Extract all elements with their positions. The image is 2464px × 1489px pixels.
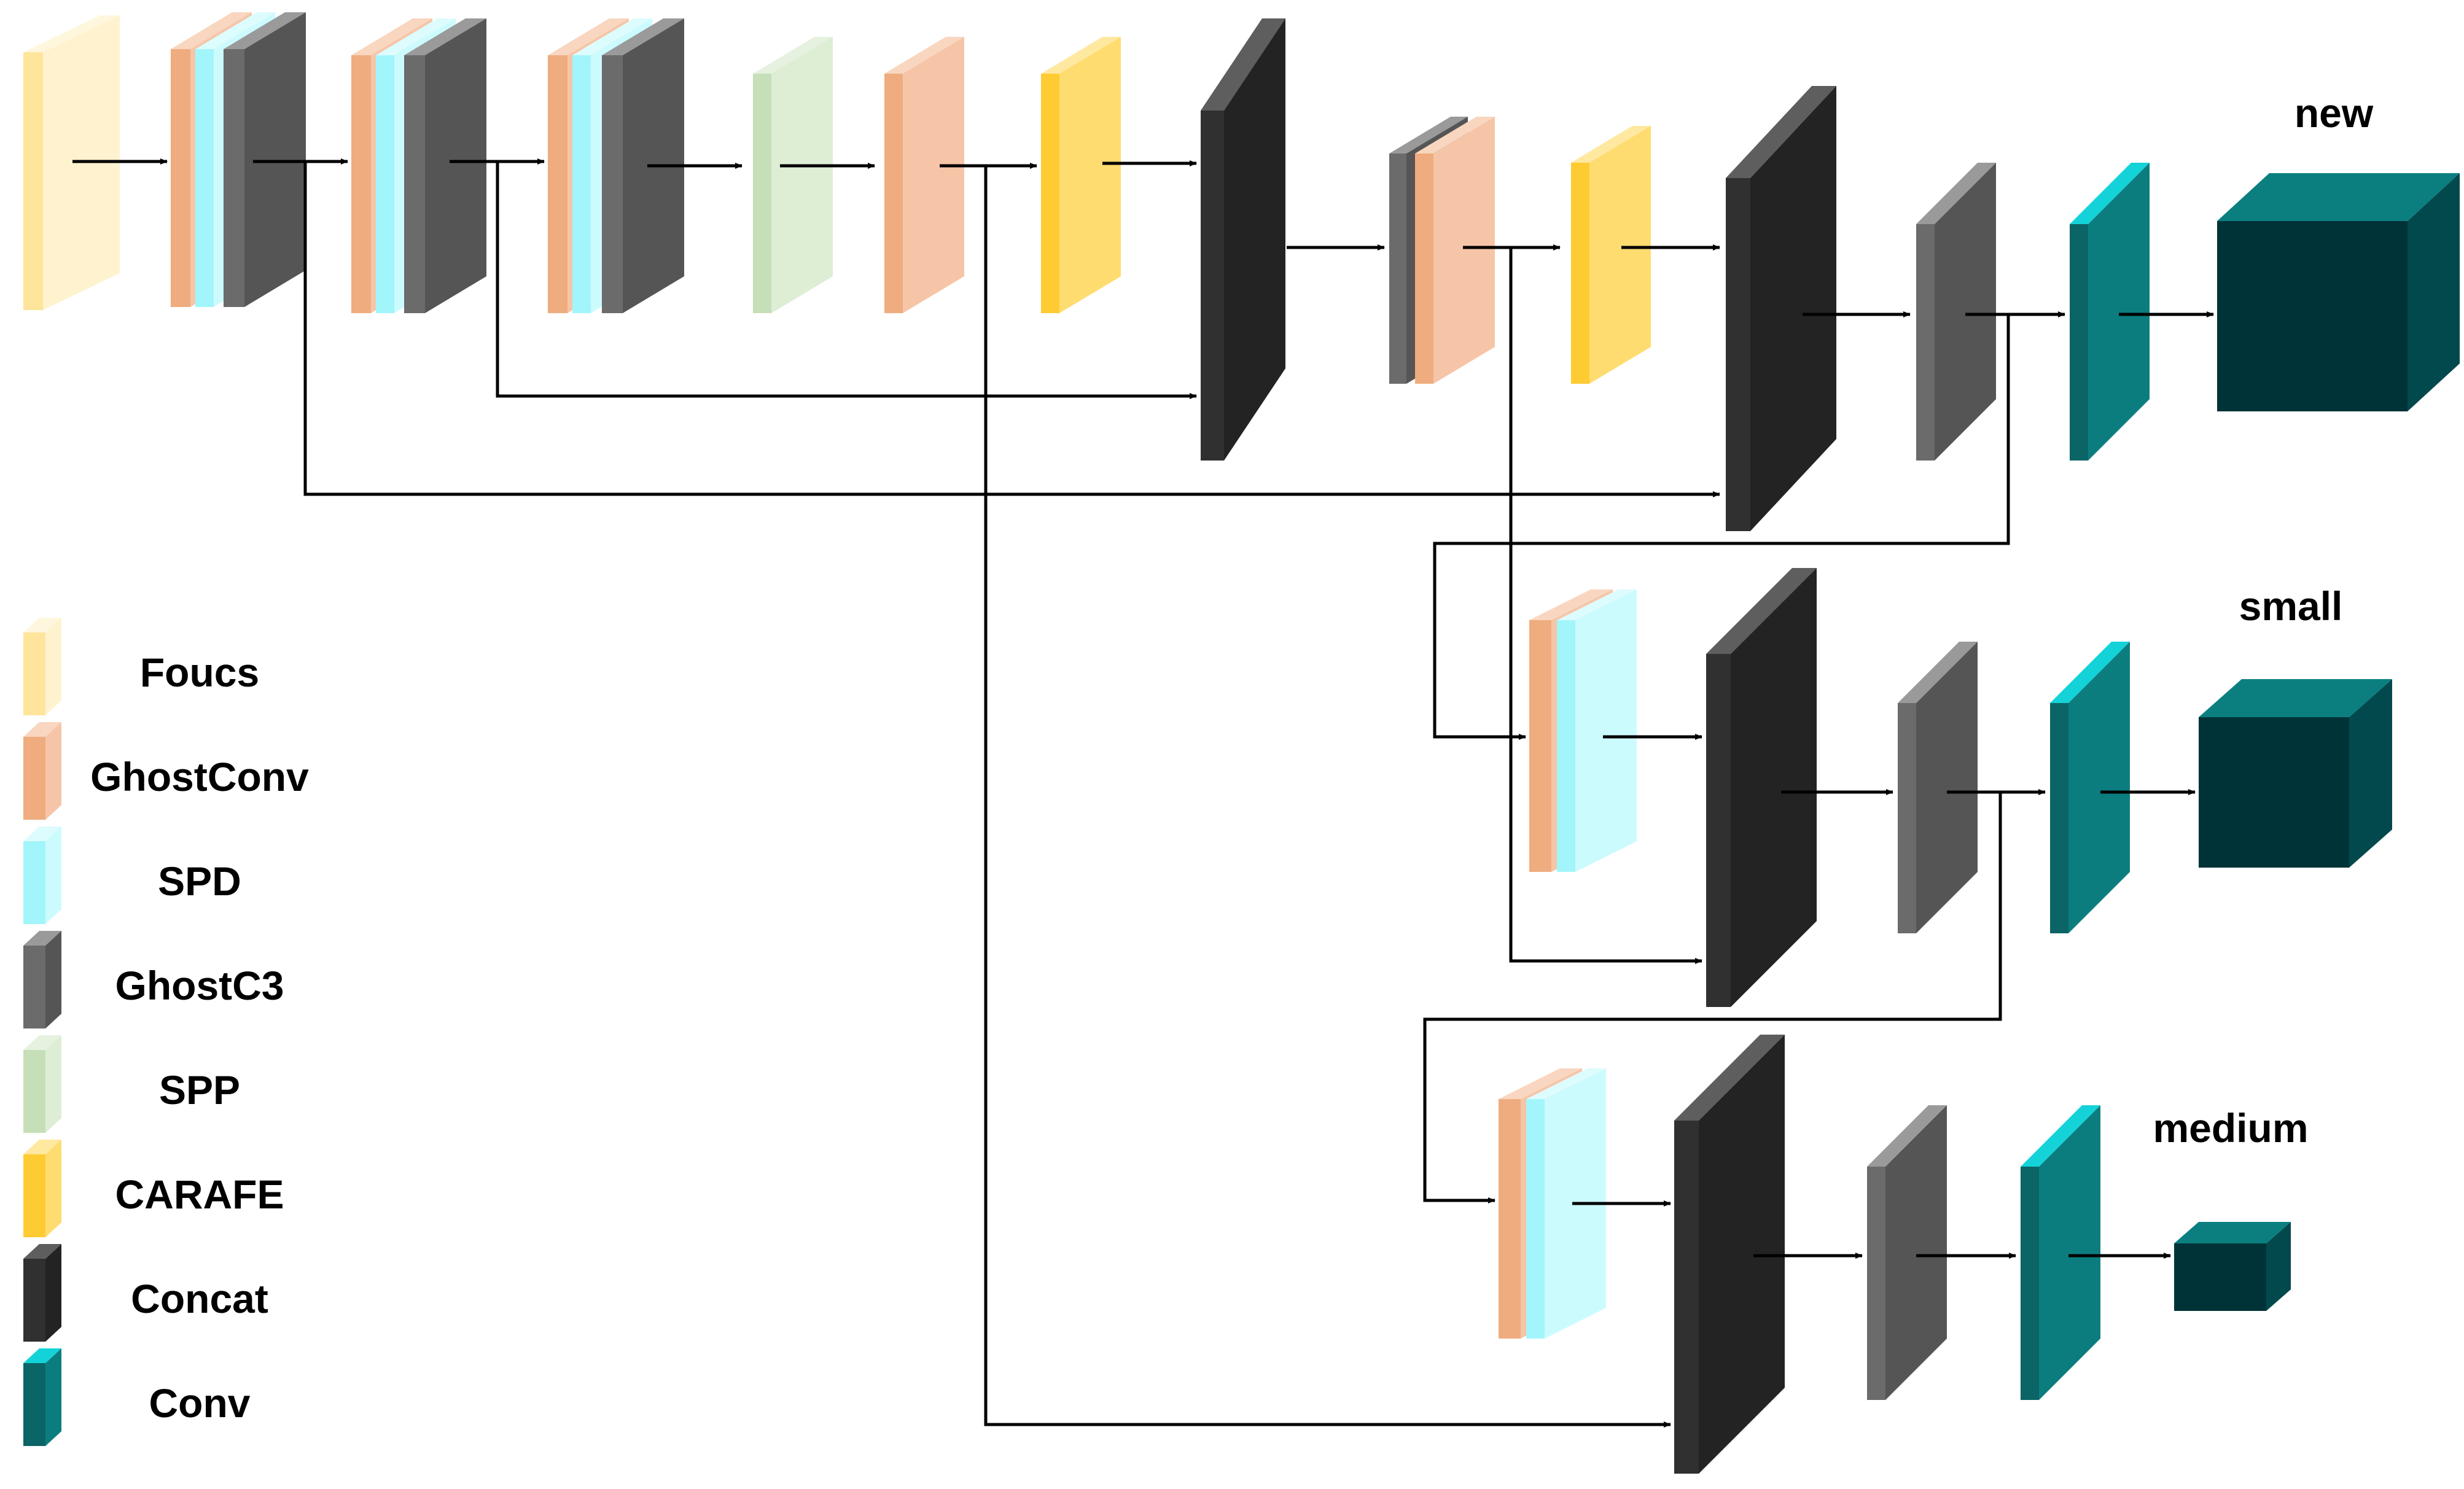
concat-layer-icon [23,1244,61,1342]
legend-label-spd: SPD [158,858,241,904]
spd-layer-icon [23,826,61,924]
connection-line-15 [303,161,1720,497]
carafe-layer-icon [23,1140,61,1237]
concat-block-1 [1201,18,1285,461]
legend-item-carafe: CARAFE [23,1140,284,1237]
legend-label-concat: Concat [131,1276,268,1321]
concat-block-4 [1674,1035,1785,1474]
focus-layer-icon [23,618,61,715]
connection-line-17 [1509,247,1702,964]
carafe-block-2 [1571,126,1651,384]
conv-block-1 [2070,163,2150,461]
ghostc3-block-6 [1898,642,1978,933]
connection-line-23 [984,166,1671,1428]
legend-label-spp: SPP [159,1067,240,1113]
legend-label-ghostc3: GhostC3 [115,963,284,1008]
spp-layer-icon [23,1035,61,1133]
ghostc3-block-7 [1867,1105,1947,1400]
output-label-small: small [2239,583,2343,629]
legend-item-concat: Concat [23,1244,268,1342]
legend-item-focus: Foucs [23,618,259,715]
spp-block [753,37,833,313]
output-cubes [2174,173,2460,1311]
output-label-medium: medium [2153,1105,2308,1151]
conv-block-2 [2050,642,2130,933]
connection-line-16 [1433,314,2010,740]
connection-line-22 [1423,792,2002,1203]
output-cube-new [2217,173,2460,411]
output-cube-medium [2174,1222,2291,1311]
connections [72,158,2214,1428]
ghostc3-block-2 [404,18,486,313]
concat-block-3 [1706,568,1817,1007]
legend-label-ghostconv: GhostConv [90,754,309,799]
ghostconv-block-4 [884,37,964,313]
ghostconv-block-5 [1415,117,1495,384]
legend-item-spd: SPD [23,826,241,924]
legend-item-conv: Conv [23,1348,251,1446]
legend-label-focus: Foucs [140,650,259,695]
legend-label-conv: Conv [149,1380,251,1426]
legend-item-spp: SPP [23,1035,240,1133]
legend-label-carafe: CARAFE [115,1172,284,1217]
legend-item-ghostc3: GhostC3 [23,931,284,1028]
conv-block-3 [2021,1105,2100,1400]
carafe-block-1 [1041,37,1121,313]
spd-block-4 [1557,589,1637,872]
output-cube-small [2199,679,2392,868]
conv-layer-icon [23,1348,61,1446]
ghostc3-block-5 [1916,163,1996,461]
output-label-new: new [2294,90,2374,136]
concat-block-2 [1726,86,1836,531]
ghostc3-block-1 [224,12,306,307]
ghostconv-layer-icon [23,722,61,820]
legend-item-ghostconv: GhostConv [23,722,309,820]
ghostc3-layer-icon [23,931,61,1028]
connection-line-14 [496,161,1197,399]
